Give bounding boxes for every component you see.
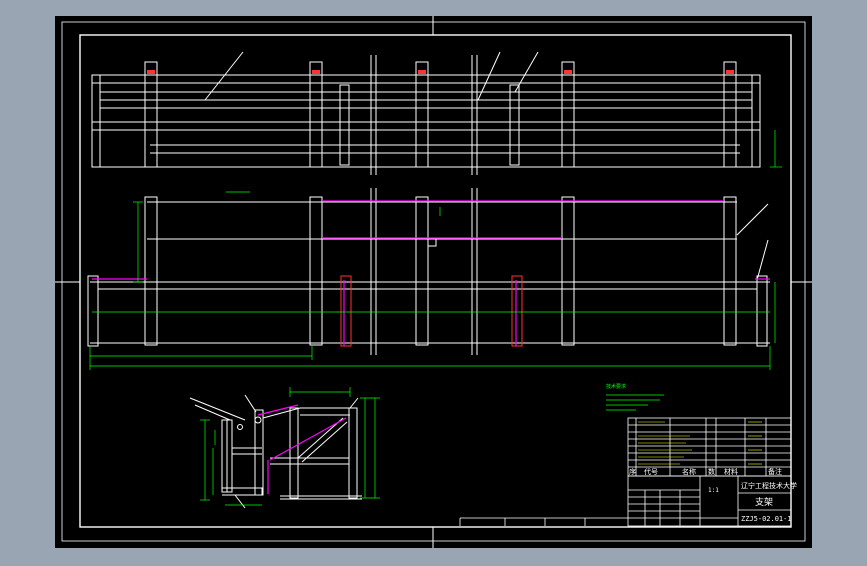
header-remark: 备注 bbox=[768, 467, 782, 476]
header-qty: 数 bbox=[708, 467, 715, 476]
centering-marks bbox=[55, 16, 812, 548]
school-name: 辽宁工程技术大学 bbox=[741, 481, 797, 490]
side-section-magenta bbox=[257, 404, 347, 494]
front-view bbox=[87, 188, 770, 355]
technical-notes: 技术要求 bbox=[606, 383, 664, 411]
scale-value: 1:1 bbox=[708, 487, 719, 494]
front-view-red-parts bbox=[340, 275, 523, 347]
parts-list-yellow-fill bbox=[638, 421, 762, 465]
parts-list bbox=[627, 417, 792, 477]
side-section-view bbox=[189, 394, 362, 509]
side-section-dimensions bbox=[200, 387, 380, 506]
header-code: 代号 bbox=[644, 467, 658, 476]
top-view-dimension bbox=[770, 130, 782, 168]
top-view-red-markers bbox=[147, 70, 734, 74]
part-name: 支架 bbox=[755, 496, 773, 508]
parts-list-headers: 序 代号 名称 数 材料 备注 bbox=[629, 467, 782, 476]
title-block bbox=[459, 475, 792, 527]
drawing-number: ZZJ5-02.01-1 bbox=[741, 515, 792, 523]
header-name: 名称 bbox=[682, 467, 696, 476]
top-view bbox=[91, 51, 761, 175]
header-seq: 序 bbox=[629, 467, 636, 476]
inner-border bbox=[79, 34, 792, 528]
header-material: 材料 bbox=[724, 467, 738, 476]
front-view-dimensions bbox=[89, 191, 776, 370]
notes-title: 技术要求 bbox=[606, 383, 626, 390]
